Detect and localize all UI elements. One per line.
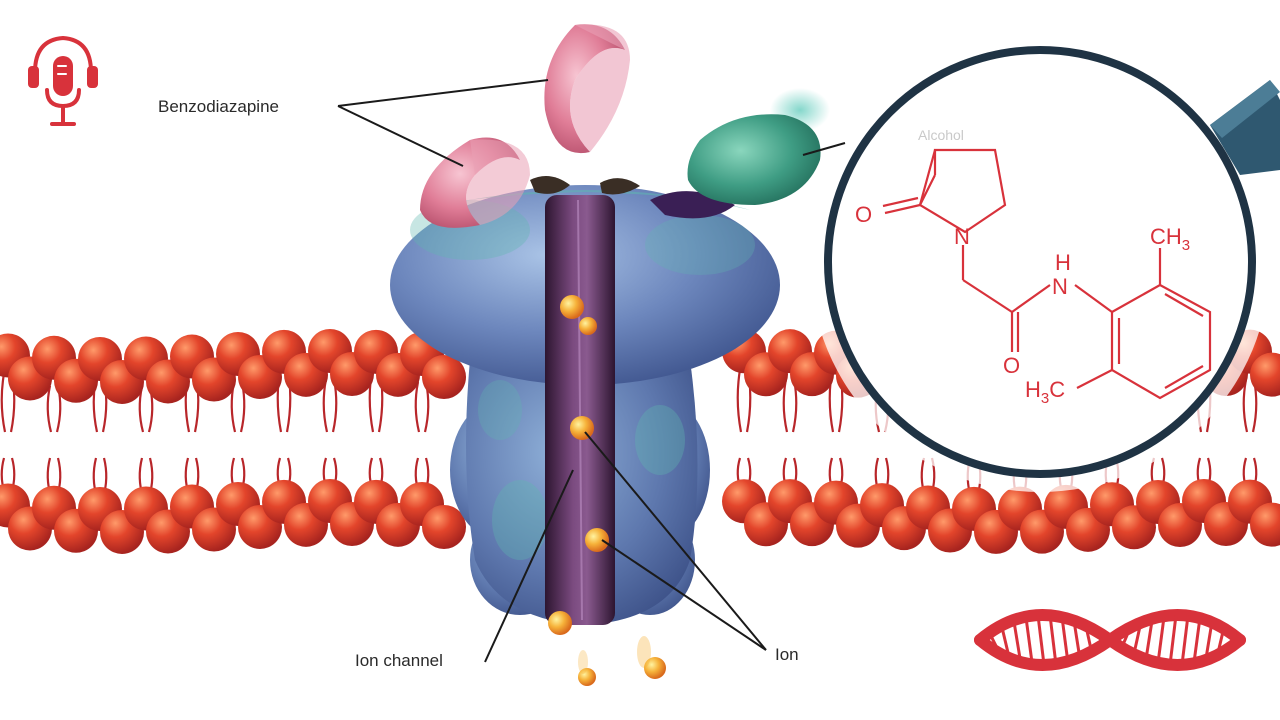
lipid-head [422,354,466,399]
ion-channel-protein [390,176,780,625]
ion [570,416,594,440]
atom-amide-n: N [1052,274,1068,299]
dna-rung [1072,620,1082,660]
alcohol-molecule [687,88,830,205]
dna-rung [1180,615,1190,665]
label-ion-channel: Ion channel [355,651,443,670]
label-alcohol: Alcohol [918,127,964,143]
dna-rung [1156,616,1166,664]
podcast-microphone-icon [28,35,98,126]
dna-rung [1060,616,1070,664]
lipid-head [1250,502,1280,547]
lens [824,46,1256,478]
atom-oxygen-ring: O [855,202,872,227]
chemical-labels: O N CH3 H N O H3C [855,202,1190,407]
benzodiazepine-molecules [420,24,630,228]
label-benzodiazapine: Benzodiazapine [158,97,279,116]
ion [560,295,584,319]
dna-rung [1168,615,1178,665]
label-ion: Ion [775,645,799,664]
dna-rung [1096,632,1106,648]
lipid-head [422,504,466,549]
dna-rung [1036,615,1046,665]
dna-rung [1024,617,1034,663]
dna-rung [1144,620,1154,660]
dna-rung [1132,625,1142,655]
ion [585,528,609,552]
lipid-head [1250,352,1280,397]
dna-rung [1084,625,1094,655]
dna-rung [1012,621,1022,659]
dna-rung [1204,621,1214,659]
atom-methyl-top: CH3 [1150,224,1190,254]
ion [644,657,666,679]
dna-helix-icon [974,609,1246,671]
ions [548,295,666,686]
dna-rung [1120,632,1130,648]
atom-nitrogen-ring: N [954,224,970,249]
atom-amide-h: H [1055,250,1071,275]
dna-rung [1228,633,1238,647]
leader-lines [337,79,846,663]
atom-oxygen-amide: O [1003,353,1020,378]
chemical-structure [882,148,1212,400]
dna-rung [1216,626,1226,654]
ion [579,317,597,335]
ion [548,611,572,635]
dna-rung [1048,615,1058,665]
dna-rung [1000,626,1010,654]
dna-rung [1192,617,1202,663]
atom-methyl-bottom: H3C [1025,377,1065,407]
dna-rung [988,633,998,647]
ion [578,668,596,686]
